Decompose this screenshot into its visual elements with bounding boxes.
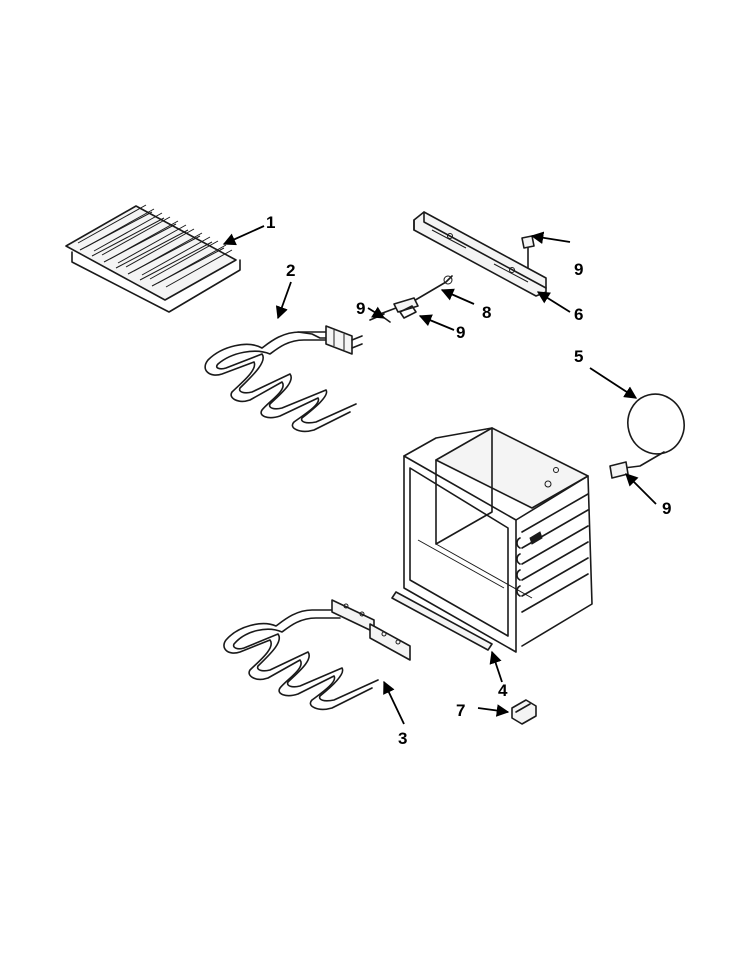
- screw-9-b: [521, 235, 535, 269]
- callout-2: 2: [286, 261, 295, 280]
- screw-9-a: [399, 305, 417, 319]
- seal-strip: [391, 591, 493, 651]
- callout-7: 7: [456, 701, 465, 720]
- mounting-clip: [511, 699, 537, 725]
- oven-cavity: [403, 427, 593, 653]
- callout-1: 1: [266, 213, 275, 232]
- callout-3: 3: [398, 729, 407, 748]
- callout-8: 8: [482, 303, 491, 322]
- leader-lines: [222, 225, 657, 725]
- callout-6: 6: [574, 305, 583, 324]
- callout-4: 4: [498, 681, 508, 700]
- callout-5: 5: [574, 347, 583, 366]
- callout-9-sensor-screw: 9: [456, 323, 465, 342]
- callout-9-element-screw: 9: [356, 299, 365, 318]
- screw-9-c: [609, 461, 629, 479]
- mounting-bracket: [413, 211, 547, 297]
- broil-element: [204, 325, 363, 433]
- callout-9-gasket-screw: 9: [662, 499, 671, 518]
- callout-9-bracket-screw: 9: [574, 260, 583, 279]
- callout-labels: 1 2 3 4 5 6 7 8 9 9 9 9: [266, 213, 671, 748]
- bake-element: [223, 599, 411, 711]
- light-lens-gasket: [623, 393, 685, 469]
- oven-rack: [65, 204, 241, 313]
